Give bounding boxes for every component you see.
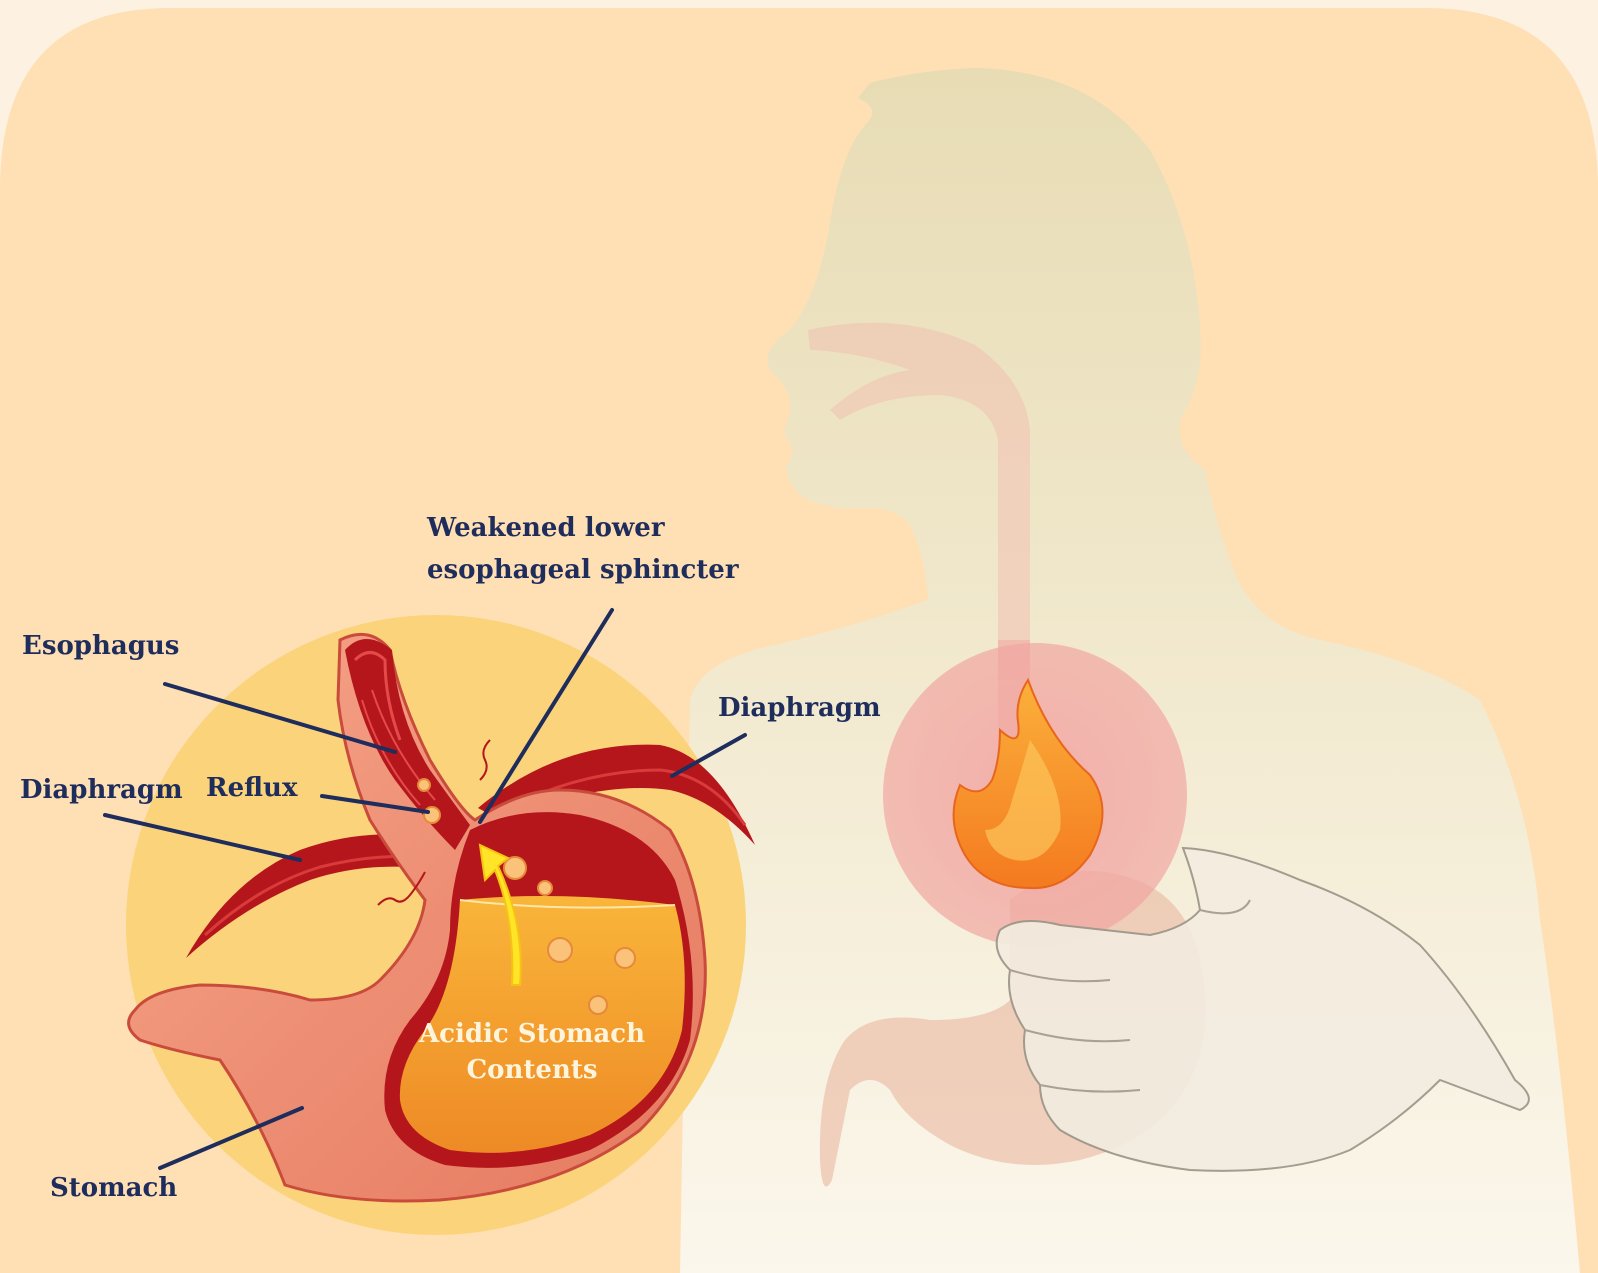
label-weakened-line1: Weakened lower xyxy=(427,508,739,550)
label-stomach: Stomach xyxy=(50,1168,177,1210)
label-contents-line2: Contents xyxy=(412,1052,652,1088)
label-contents-line1: Acidic Stomach xyxy=(412,1016,652,1052)
label-reflux: Reflux xyxy=(206,768,297,810)
label-acidic-contents: Acidic Stomach Contents xyxy=(412,1016,652,1088)
label-weakened-sphincter: Weakened lower esophageal sphincter xyxy=(427,508,739,591)
label-diaphragm-right: Diaphragm xyxy=(718,688,881,730)
label-weakened-line2: esophageal sphincter xyxy=(427,550,739,592)
label-esophagus: Esophagus xyxy=(22,626,179,668)
label-diaphragm-left: Diaphragm xyxy=(20,770,183,812)
